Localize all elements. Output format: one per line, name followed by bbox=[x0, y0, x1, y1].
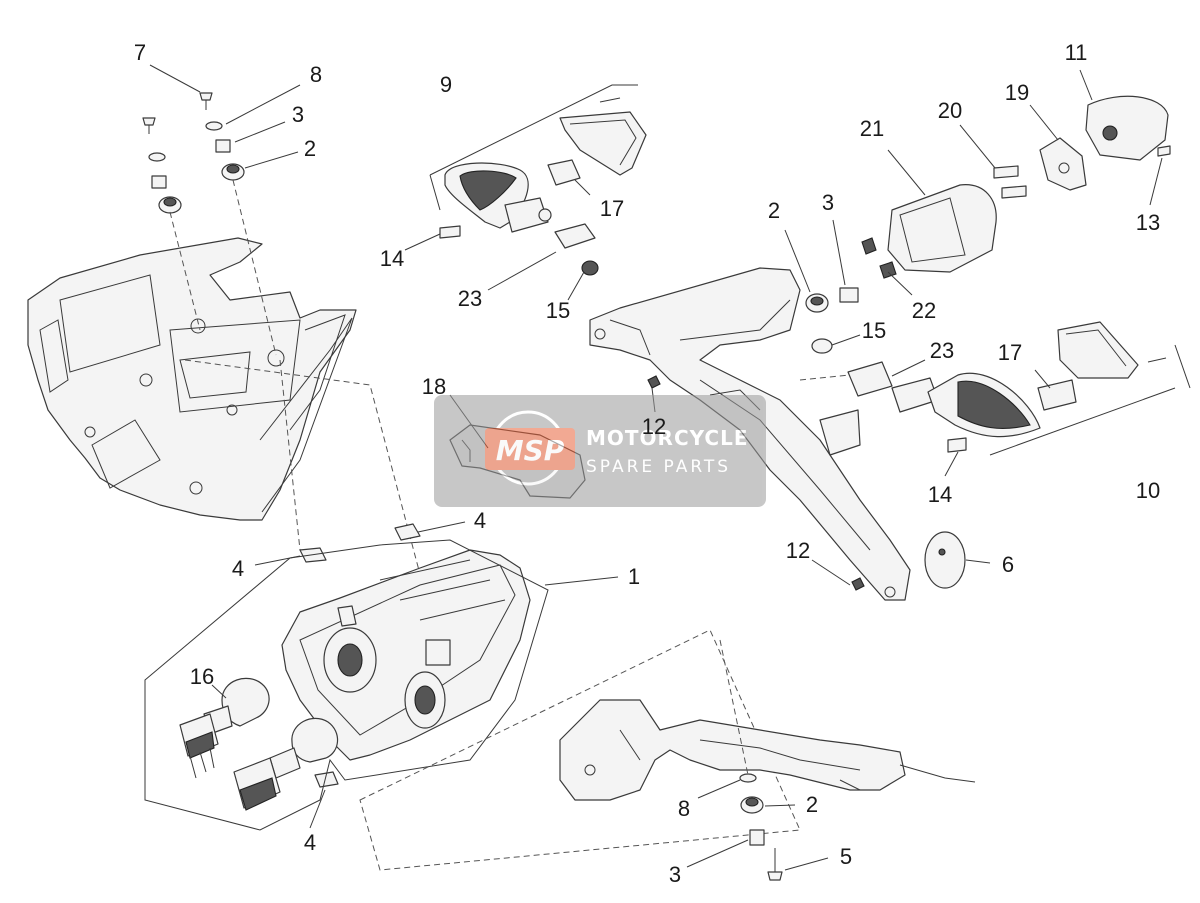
callout-2-bottom: 2 bbox=[806, 792, 818, 817]
callout-14-right: 14 bbox=[928, 482, 952, 507]
callout-22: 22 bbox=[912, 298, 936, 323]
callout-2-right: 2 bbox=[768, 198, 780, 223]
hardware-stack-bottom bbox=[739, 773, 783, 881]
callout-15: 15 bbox=[546, 298, 570, 323]
callout-12-bottom: 12 bbox=[786, 538, 810, 563]
watermark-line2: SPARE PARTS bbox=[586, 457, 731, 477]
subframe bbox=[559, 699, 976, 801]
callout-17-right: 17 bbox=[998, 340, 1022, 365]
callout-labels: 7 8 3 2 9 17 14 23 15 11 20 19 21 13 2 3… bbox=[134, 40, 1160, 887]
watermark: MSP MOTORCYCLE SPARE PARTS bbox=[434, 395, 766, 507]
turn-signal-right bbox=[847, 321, 1167, 453]
callout-12: 12 bbox=[642, 414, 666, 439]
license-lamp bbox=[861, 95, 1171, 279]
callout-17: 17 bbox=[600, 196, 624, 221]
callout-23: 23 bbox=[458, 286, 482, 311]
grommets-center bbox=[647, 287, 865, 591]
callout-23-right: 23 bbox=[930, 338, 954, 363]
watermark-logo-text: MSP bbox=[496, 434, 565, 467]
callout-14: 14 bbox=[380, 246, 404, 271]
callout-1: 1 bbox=[628, 564, 640, 589]
tail-fairing bbox=[27, 237, 357, 521]
hardware-stack-left bbox=[142, 92, 245, 214]
turn-signal-left bbox=[439, 97, 647, 276]
callout-4-bottom: 4 bbox=[304, 830, 316, 855]
callout-2: 2 bbox=[304, 136, 316, 161]
callout-4-left: 4 bbox=[232, 556, 244, 581]
callout-7: 7 bbox=[134, 40, 146, 65]
callout-10: 10 bbox=[1136, 478, 1160, 503]
callout-8: 8 bbox=[310, 62, 322, 87]
callout-21: 21 bbox=[860, 116, 884, 141]
callout-4-center: 4 bbox=[474, 508, 486, 533]
callout-11: 11 bbox=[1065, 40, 1088, 65]
callout-6: 6 bbox=[1002, 552, 1014, 577]
watermark-line1: MOTORCYCLE bbox=[586, 426, 748, 450]
watermark-logo-badge bbox=[485, 428, 575, 470]
bulb-sockets bbox=[179, 677, 339, 811]
callout-5: 5 bbox=[840, 844, 852, 869]
callout-20: 20 bbox=[938, 98, 962, 123]
callout-3-bottom: 3 bbox=[669, 862, 681, 887]
callout-8-bottom: 8 bbox=[678, 796, 690, 821]
callout-16: 16 bbox=[190, 664, 214, 689]
watermark-panel bbox=[434, 395, 766, 507]
callout-19: 19 bbox=[1005, 80, 1029, 105]
taillight-housing bbox=[281, 549, 531, 761]
callout-9: 9 bbox=[440, 72, 452, 97]
cap-6 bbox=[924, 531, 966, 589]
callout-13: 13 bbox=[1136, 210, 1160, 235]
callout-3-right: 3 bbox=[822, 190, 834, 215]
callout-18: 18 bbox=[422, 374, 446, 399]
callout-15-right: 15 bbox=[862, 318, 886, 343]
callout-3: 3 bbox=[292, 102, 304, 127]
